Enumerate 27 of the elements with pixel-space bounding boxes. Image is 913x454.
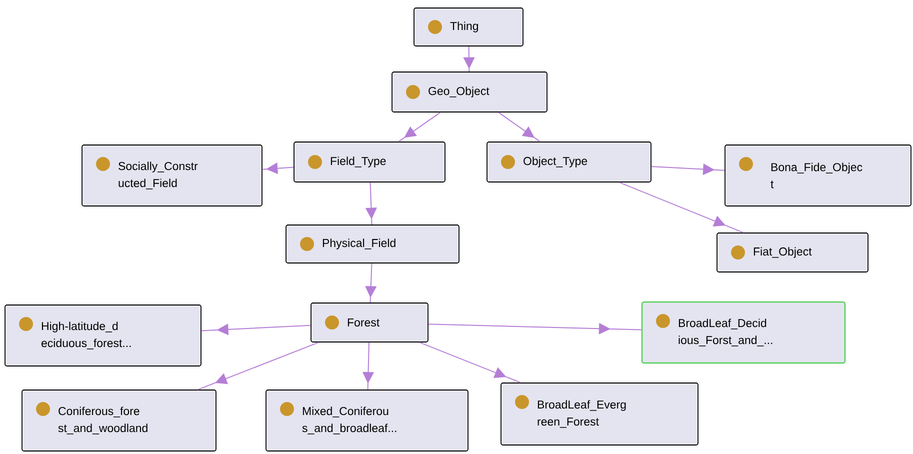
arrow xyxy=(498,112,540,142)
arrow xyxy=(463,46,475,72)
class-box: Mixed_Coniferou s_and_broadleaf... xyxy=(266,390,468,452)
arrow xyxy=(262,162,294,174)
class-box: Field_Type xyxy=(294,142,446,182)
arrow xyxy=(366,182,377,226)
class-box: Fiat_Object xyxy=(716,232,868,272)
arrow xyxy=(428,322,642,334)
class-box: High-latitude_d eciduous_forest... xyxy=(4,304,202,366)
arrow xyxy=(398,112,441,142)
class-box: Socially_Constr ucted_Field xyxy=(82,144,262,206)
class-box: BroadLeaf_Everg reen_Forest xyxy=(500,382,698,446)
arrow xyxy=(650,163,726,175)
class-box: Thing xyxy=(414,8,524,46)
class-box: Forest xyxy=(310,302,428,342)
class-box: Coniferous_fore st_and_woodland xyxy=(22,390,216,452)
arrow xyxy=(618,182,744,234)
arrow xyxy=(419,342,521,384)
class-box: Object_Type xyxy=(486,142,652,182)
class-box: Geo_Object xyxy=(392,72,548,112)
class-box: Physical_Field xyxy=(286,224,460,264)
arrow xyxy=(362,342,374,390)
class-box: Bona_Fide_Objec t xyxy=(724,144,912,206)
class-box: BroadLeaf_Decid ious_Forst_and_... xyxy=(641,301,846,364)
arrow xyxy=(198,342,319,390)
arrow xyxy=(200,324,312,336)
arrow xyxy=(365,262,377,304)
